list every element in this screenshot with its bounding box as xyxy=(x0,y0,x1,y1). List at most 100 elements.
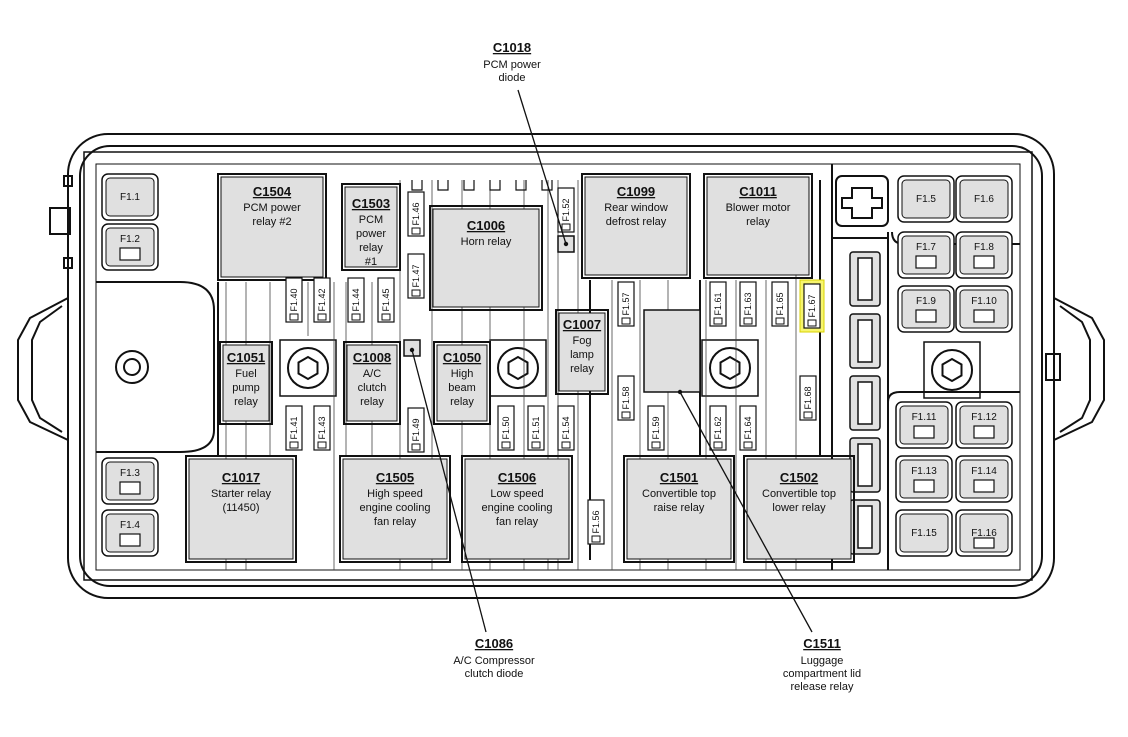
fuse-label: F1.4 xyxy=(120,520,140,531)
fuse-label: F1.68 xyxy=(803,386,813,409)
fuse-f1-8: F1.8 xyxy=(955,231,1013,279)
relay-desc: (11450) xyxy=(222,502,259,514)
fuse-f1-9: F1.9 xyxy=(897,285,955,333)
relay-c1511-box xyxy=(643,309,701,393)
fuse-f1-64: F1.64 xyxy=(739,405,757,451)
fuse-f1-51: F1.51 xyxy=(527,405,545,451)
bolts xyxy=(279,339,981,399)
callout-desc: PCM power xyxy=(483,59,541,71)
fuse-label: F1.62 xyxy=(713,416,723,439)
fuse-label: F1.13 xyxy=(911,466,937,477)
fuse-label: F1.6 xyxy=(974,194,994,205)
relay-desc: relay xyxy=(746,216,770,228)
relay-id: C1503 xyxy=(352,196,390,211)
fuse-f1-46: F1.46 xyxy=(407,191,425,237)
relay-desc: fan relay xyxy=(374,516,417,528)
fuse-f1-58: F1.58 xyxy=(617,375,635,421)
fuse-f1-41: F1.41 xyxy=(285,405,303,451)
fuse-f1-5: F1.5 xyxy=(897,175,955,223)
spare-slot xyxy=(849,251,881,307)
relay-desc: fan relay xyxy=(496,516,539,528)
fuse-f1-43: F1.43 xyxy=(313,405,331,451)
spare-slot xyxy=(849,313,881,369)
fuse-label: F1.7 xyxy=(916,242,936,253)
relay-desc: engine cooling xyxy=(360,502,431,514)
callout-desc: compartment lid xyxy=(783,668,861,680)
relay-desc: Blower motor xyxy=(726,202,791,214)
bolt-icon xyxy=(923,341,981,399)
relay-id: C1506 xyxy=(498,470,536,485)
fuse-puller-icon xyxy=(835,175,889,227)
bolt-icon xyxy=(279,339,337,397)
relay-id: C1006 xyxy=(467,218,505,233)
fuse-f1-4: F1.4 xyxy=(101,509,159,557)
fuse-label: F1.57 xyxy=(621,292,631,315)
fuse-f1-47: F1.47 xyxy=(407,253,425,299)
diode-boxes xyxy=(403,235,701,393)
relay-desc: relay xyxy=(450,396,474,408)
fuse-label: F1.51 xyxy=(531,416,541,439)
fuse-label: F1.1 xyxy=(120,192,140,203)
fuse-f1-67: F1.67 xyxy=(799,279,825,333)
fuse-f1-61: F1.61 xyxy=(709,281,727,327)
relay-desc: Horn relay xyxy=(461,236,512,248)
fuse-f1-52: F1.52 xyxy=(557,187,575,233)
fuse-label: F1.43 xyxy=(317,416,327,439)
fuse-label: F1.15 xyxy=(911,528,937,539)
relay-desc: A/C xyxy=(363,368,381,380)
fuse-f1-40: F1.40 xyxy=(285,277,303,323)
relay-id: C1011 xyxy=(739,184,777,199)
fuse-f1-6: F1.6 xyxy=(955,175,1013,223)
fuse-label: F1.56 xyxy=(591,510,601,533)
fuse-f1-49: F1.49 xyxy=(407,407,425,453)
relay-desc: defrost relay xyxy=(606,216,667,228)
fuse-f1-59: F1.59 xyxy=(647,405,665,451)
fuse-f1-57: F1.57 xyxy=(617,281,635,327)
fuse-label: F1.16 xyxy=(971,528,997,539)
relay-desc: clutch xyxy=(358,382,387,394)
relay-desc: pump xyxy=(232,382,260,394)
relay-desc: Rear window xyxy=(604,202,668,214)
fuse-label: F1.12 xyxy=(971,412,997,423)
fuse-label: F1.47 xyxy=(411,264,421,287)
fuse-label: F1.8 xyxy=(974,242,994,253)
relay-desc: Low speed xyxy=(490,488,543,500)
fuse-f1-15: F1.15 xyxy=(895,509,953,557)
relay-desc: engine cooling xyxy=(482,502,553,514)
fuse-f1-62: F1.62 xyxy=(709,405,727,451)
fuse-label: F1.46 xyxy=(411,202,421,225)
callout-desc: clutch diode xyxy=(465,668,524,680)
fuse-f1-13: F1.13 xyxy=(895,455,953,503)
fuse-label: F1.2 xyxy=(120,234,140,245)
leader-line xyxy=(679,391,813,633)
fuse-f1-2: F1.2 xyxy=(101,223,159,271)
fuse-label: F1.50 xyxy=(501,416,511,439)
relay-desc: Fog xyxy=(573,335,592,347)
fuse-label: F1.61 xyxy=(713,292,723,315)
spare-slots xyxy=(849,251,881,555)
callout-id: C1511 xyxy=(803,636,841,651)
relay-desc: relay xyxy=(234,396,258,408)
relay-id: C1505 xyxy=(376,470,414,485)
relay-desc: Fuel xyxy=(235,368,256,380)
relay-desc: beam xyxy=(448,382,476,394)
fuse-f1-56: F1.56 xyxy=(587,499,605,545)
fuse-f1-50: F1.50 xyxy=(497,405,515,451)
fuse-f1-12: F1.12 xyxy=(955,401,1013,449)
relay-desc: Starter relay xyxy=(211,488,271,500)
fuse-label: F1.67 xyxy=(807,294,817,317)
relay-desc: lamp xyxy=(570,349,594,361)
fuse-label: F1.65 xyxy=(775,292,785,315)
